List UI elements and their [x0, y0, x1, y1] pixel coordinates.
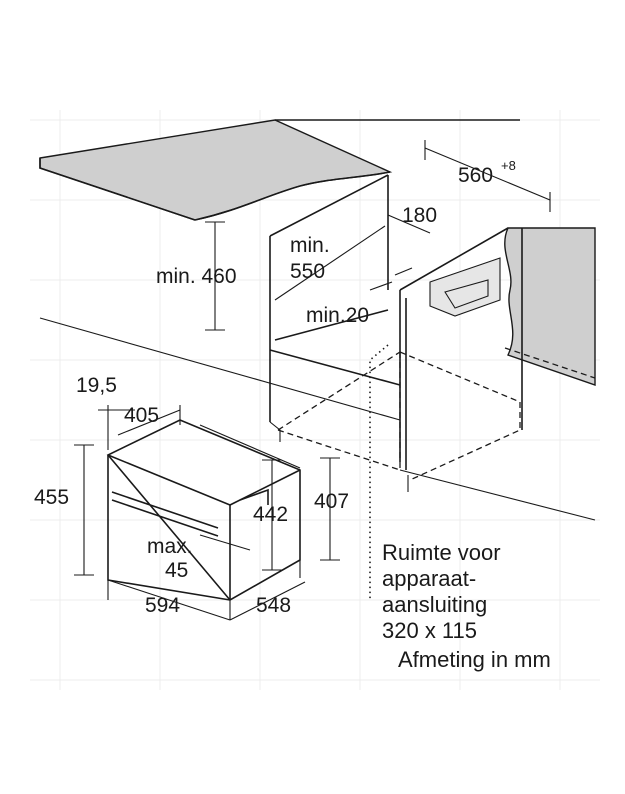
note-line3: aansluiting [382, 592, 487, 617]
depth-cabinet-label: 560 [458, 164, 493, 187]
background-grid [30, 110, 600, 690]
depth-tolerance-label: +8 [501, 158, 516, 173]
niche-width-label: 180 [402, 204, 437, 227]
inner-depth-label: 405 [124, 404, 159, 427]
connection-box [429, 257, 501, 317]
inner-height-label: 442 [253, 503, 288, 526]
oven-dimension-lines [74, 405, 340, 621]
cabinet-outline [39, 174, 596, 521]
note-line2: apparaat- [382, 566, 476, 591]
total-height-label: 455 [34, 486, 69, 509]
width-label: 594 [145, 594, 180, 617]
niche-height-label: 407 [314, 490, 349, 513]
min-gap-label: min.20 [306, 304, 369, 327]
unit-note: Afmeting in mm [398, 647, 551, 672]
note-line4: 320 x 115 [382, 618, 477, 643]
dimension-lines-top [205, 140, 551, 331]
niche-dashed-outline [277, 351, 521, 481]
min-depth-label-line2: 550 [290, 260, 325, 283]
note-line1: Ruimte voor [382, 540, 501, 565]
min-depth-label-line1: min. [290, 234, 330, 257]
depth-label: 548 [256, 594, 291, 617]
min-height-label: min. 460 [156, 265, 237, 288]
countertop-right [504, 227, 596, 386]
front-offset-label: 19,5 [76, 374, 117, 397]
countertop-left [39, 119, 520, 221]
handle-label-line1: max. [147, 535, 193, 558]
handle-label-line2: 45 [165, 559, 188, 582]
